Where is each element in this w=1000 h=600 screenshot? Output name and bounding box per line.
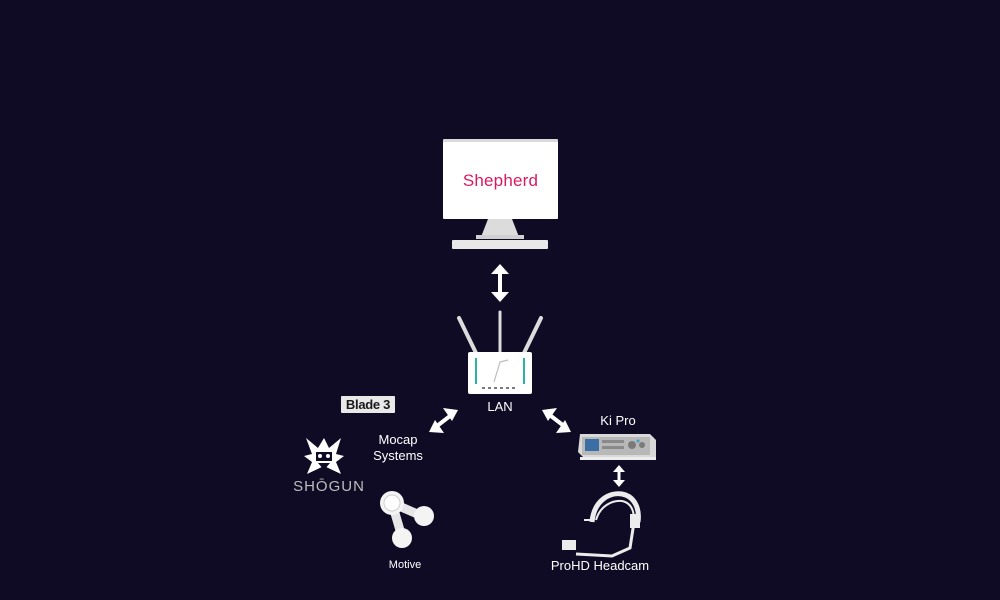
mocap-label-line2: Systems [373, 448, 423, 463]
shogun-wordmark: SHŌGUN [293, 478, 365, 495]
headcam-label: ProHD Headcam [550, 558, 650, 573]
keyboard-icon [452, 240, 548, 249]
motive-label: Motive [388, 559, 422, 571]
shepherd-label: Shepherd [462, 171, 539, 190]
motive-logo-icon [380, 491, 434, 548]
arrow-lan-mocap [429, 408, 458, 433]
shogun-helmet-icon [304, 438, 344, 474]
headcam-icon [562, 491, 641, 558]
blade-3-logo: Blade 3 [341, 396, 395, 413]
mocap-label-line1: Mocap [378, 432, 418, 447]
kipro-label: Ki Pro [600, 413, 636, 428]
lan-router-icon [468, 352, 532, 394]
router-antennas-icon [457, 310, 543, 355]
arrow-shepherd-lan [491, 264, 509, 302]
shepherd-monitor: Shepherd [443, 139, 558, 219]
kipro-device-icon [578, 434, 656, 460]
lan-label: LAN [487, 399, 513, 414]
arrow-kipro-headcam [613, 465, 625, 487]
arrow-lan-kipro [542, 408, 571, 433]
monitor-stand-icon [476, 219, 524, 239]
